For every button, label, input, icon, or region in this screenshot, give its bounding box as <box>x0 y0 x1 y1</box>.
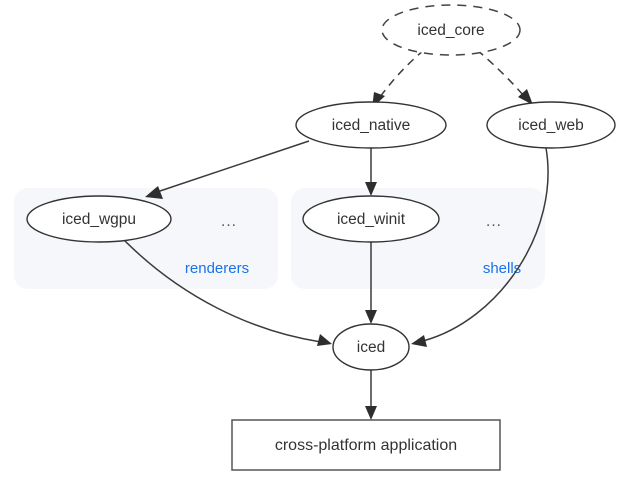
node-iced[interactable]: iced <box>332 323 410 371</box>
node-iced-web-shape[interactable] <box>486 101 616 149</box>
node-iced-shape[interactable] <box>332 323 410 371</box>
edge-iced-winit-to-iced <box>365 242 377 324</box>
edge-iced-native-to-iced-winit <box>365 148 377 196</box>
node-iced-core-label: iced_core <box>417 22 484 39</box>
group-shells-ellipsis: ... <box>486 213 502 230</box>
node-iced-core[interactable]: iced_core <box>381 4 521 56</box>
edge-iced-native-to-iced-wgpu <box>145 140 310 199</box>
edge-iced-web-to-iced <box>411 147 549 347</box>
group-renderers-label: renderers <box>185 260 249 277</box>
edge-iced-core-to-iced-web <box>476 49 533 105</box>
edge-iced-to-application <box>365 370 377 420</box>
node-iced-label: iced <box>357 339 385 356</box>
node-iced-wgpu-label: iced_wgpu <box>62 211 136 228</box>
node-iced-wgpu-shape[interactable] <box>26 195 172 243</box>
node-iced-native-label: iced_native <box>332 117 410 134</box>
edge-iced-wgpu-to-iced <box>123 239 332 346</box>
group-renderers-ellipsis: ... <box>221 213 237 230</box>
node-iced-web-label: iced_web <box>518 117 584 134</box>
node-iced-web[interactable]: iced_web <box>486 101 616 149</box>
node-iced-winit[interactable]: iced_winit <box>302 195 440 243</box>
node-iced-native-shape[interactable] <box>295 101 447 149</box>
node-application[interactable]: cross-platform application <box>231 419 501 471</box>
node-iced-native[interactable]: iced_native <box>295 101 447 149</box>
edge-iced-core-to-iced-native <box>372 49 425 108</box>
node-application-shape[interactable] <box>231 419 501 471</box>
node-application-label: cross-platform application <box>275 437 457 454</box>
node-iced-wgpu[interactable]: iced_wgpu <box>26 195 172 243</box>
node-iced-winit-label: iced_winit <box>337 211 406 228</box>
group-shells-label: shells <box>483 260 521 277</box>
node-iced-core-shape[interactable] <box>381 4 521 56</box>
node-iced-winit-shape[interactable] <box>302 195 440 243</box>
